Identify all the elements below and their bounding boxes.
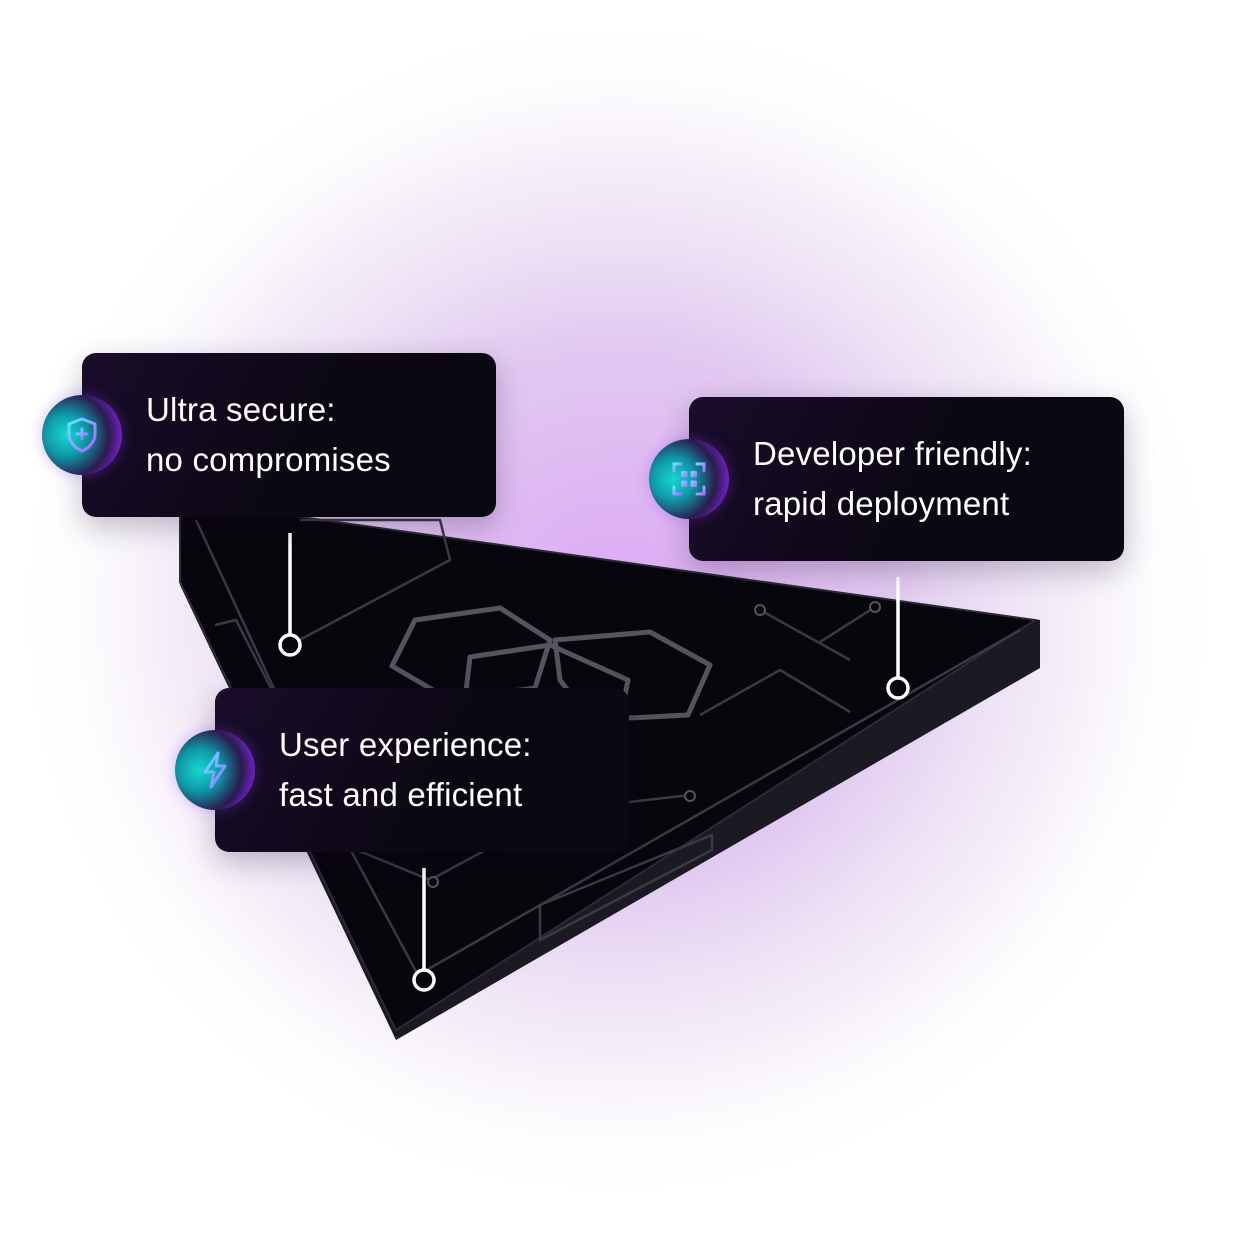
feature-subtitle: no compromises [146, 441, 391, 478]
feature-card-developer: Developer friendly: rapid deployment [689, 397, 1124, 561]
feature-subtitle: rapid deployment [753, 485, 1010, 522]
feature-subtitle: fast and efficient [279, 776, 523, 813]
feature-card-ux: User experience: fast and efficient [215, 688, 629, 852]
connector-node-security [278, 633, 302, 657]
feature-card-text: User experience: fast and efficient [279, 720, 532, 820]
feature-title: Developer friendly: [753, 435, 1032, 472]
scan-frame-icon [672, 462, 706, 496]
lightning-bolt-icon [203, 751, 227, 789]
feature-title: User experience: [279, 726, 532, 763]
feature-card-text: Ultra secure: no compromises [146, 385, 391, 485]
feature-card-security: Ultra secure: no compromises [82, 353, 496, 517]
developer-icon-badge [649, 439, 729, 519]
connector-node-ux [412, 968, 436, 992]
feature-card-text: Developer friendly: rapid deployment [753, 429, 1032, 529]
shield-plus-icon [67, 417, 97, 453]
ux-icon-badge [175, 730, 255, 810]
feature-title: Ultra secure: [146, 391, 336, 428]
connector-node-developer [886, 676, 910, 700]
security-icon-badge [42, 395, 122, 475]
